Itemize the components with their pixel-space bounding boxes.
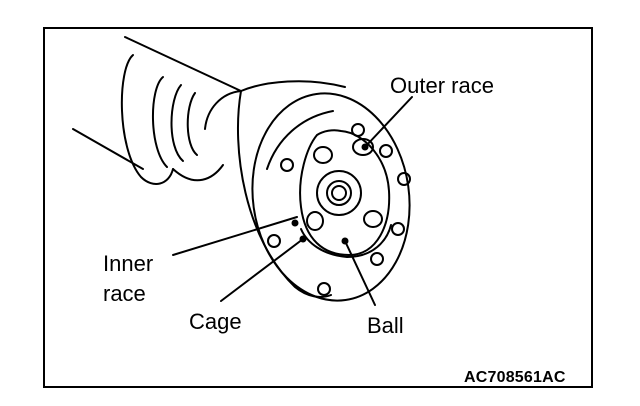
leader-cage (220, 238, 304, 302)
shaft (124, 36, 242, 92)
figure-frame: Outer race Inner race Cage Ball AC708561… (43, 27, 593, 388)
outer-race-housing (240, 80, 346, 92)
inner-race (299, 129, 391, 256)
label-ball: Ball (367, 313, 404, 338)
cage (300, 224, 392, 258)
boot (186, 92, 198, 156)
label-inner-race-line2: race (103, 281, 146, 306)
inner-hub (316, 170, 362, 216)
inner-spline (331, 185, 347, 201)
boot (204, 90, 242, 130)
boot (120, 54, 174, 185)
label-cage: Cage (189, 309, 242, 334)
outer-race-face (251, 92, 411, 302)
figure-code: AC708561AC (464, 369, 566, 386)
leader-inner-race (172, 216, 298, 256)
leader-outer-race (364, 96, 413, 148)
leader-ball (344, 240, 376, 306)
boot (151, 76, 168, 168)
boot (170, 84, 184, 162)
cv-joint-illustration (72, 36, 413, 306)
label-inner-race-line1: Inner (103, 251, 154, 276)
inner-spline (326, 180, 352, 206)
outer-race-housing (266, 110, 334, 170)
boot (172, 164, 224, 182)
label-outer-race: Outer race (390, 73, 494, 98)
